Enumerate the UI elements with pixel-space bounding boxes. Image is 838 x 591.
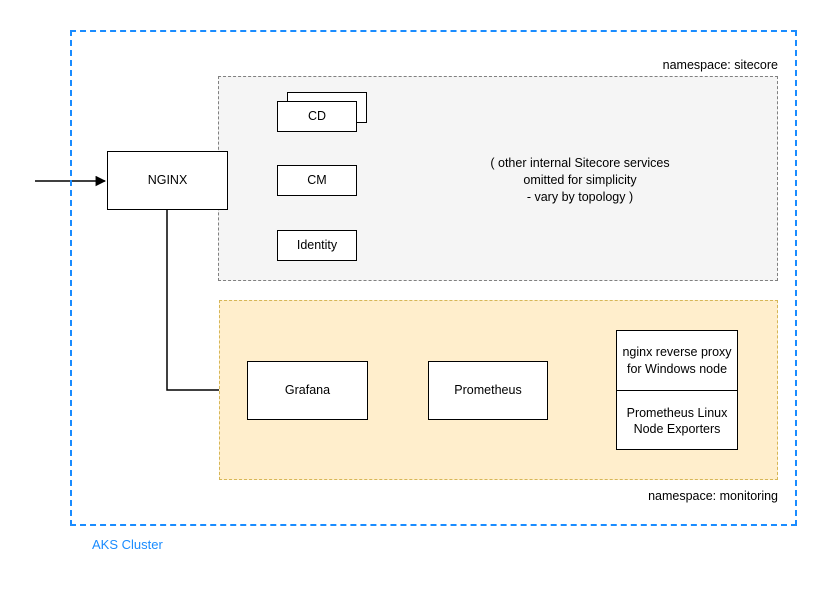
namespace-monitoring-label: namespace: monitoring xyxy=(648,489,778,503)
node-identity[interactable]: Identity xyxy=(277,230,357,261)
namespace-sitecore-label: namespace: sitecore xyxy=(662,58,778,72)
node-windows-reverse-proxy[interactable]: nginx reverse proxy for Windows node xyxy=(617,331,737,391)
node-prometheus[interactable]: Prometheus xyxy=(428,361,548,420)
node-grafana[interactable]: Grafana xyxy=(247,361,368,420)
node-nginx[interactable]: NGINX xyxy=(107,151,228,210)
aks-cluster-label: AKS Cluster xyxy=(92,537,163,552)
node-exporter-stack[interactable]: nginx reverse proxy for Windows node Pro… xyxy=(616,330,738,450)
node-cd[interactable]: CD xyxy=(277,101,357,132)
sitecore-omitted-services-note: ( other internal Sitecore services omitt… xyxy=(490,156,670,204)
node-cm[interactable]: CM xyxy=(277,165,357,196)
aks-cluster-boundary xyxy=(70,30,797,526)
node-linux-node-exporters[interactable]: Prometheus Linux Node Exporters xyxy=(626,405,728,436)
